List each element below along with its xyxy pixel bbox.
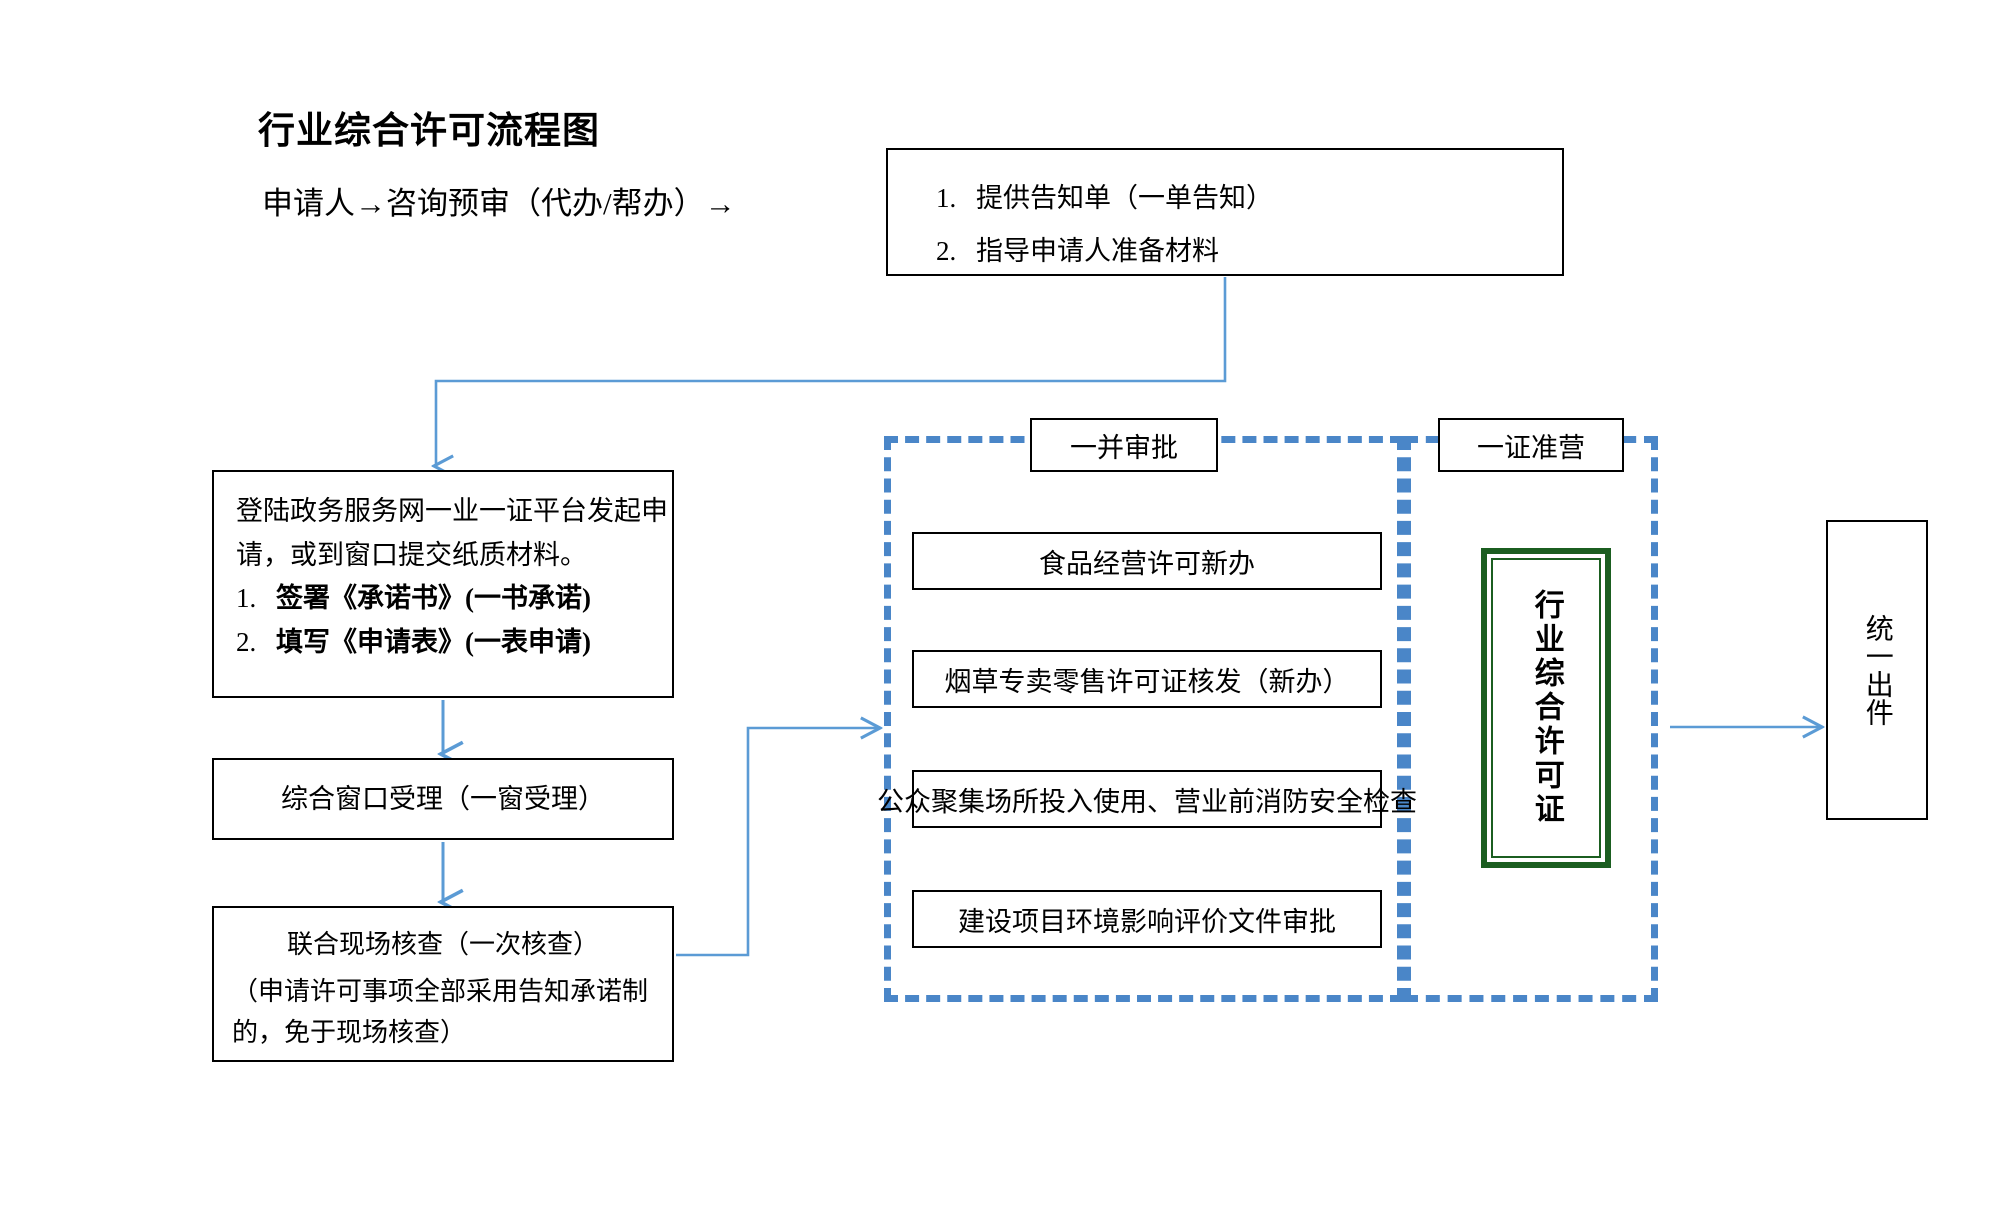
- notice-item: 1. 提供告知单（一单告知）: [936, 172, 1562, 225]
- permit-item-label: 食品经营许可新办: [1039, 548, 1255, 579]
- notice-item-label: 指导申请人准备材料: [976, 235, 1219, 266]
- apply-box-item-2-label: 填写《申请表》(一表申请): [276, 627, 591, 658]
- apply-box-item-1-number: 1.: [236, 583, 257, 614]
- notice-box: 1. 提供告知单（一单告知） 2. 指导申请人准备材料: [886, 148, 1564, 276]
- permit-item-label: 建设项目环境影响评价文件审批: [958, 906, 1336, 937]
- apply-box-item-1: 1. 签署《承诺书》(一书承诺): [236, 577, 650, 621]
- apply-box-item-1-label: 签署《承诺书》(一书承诺): [276, 583, 591, 614]
- notice-item-number: 1.: [936, 183, 957, 213]
- permit-item-label: 烟草专卖零售许可证核发（新办）: [944, 666, 1350, 697]
- notice-item-label: 提供告知单（一单告知）: [976, 183, 1273, 213]
- onsite-verification-title: 联合现场核查（一次核查）: [286, 930, 599, 959]
- apply-box-item-2-number: 2.: [236, 627, 257, 658]
- window-acceptance-box: 综合窗口受理（一窗受理）: [212, 758, 674, 840]
- page-title: 行业综合许可流程图: [258, 110, 600, 151]
- single-license-label: 一证准营: [1438, 418, 1624, 472]
- certificate-inner-border: 行业综合许可证: [1491, 558, 1601, 858]
- permit-item-fire-safety-inspection: 公众聚集场所投入使用、营业前消防安全检查: [877, 770, 1417, 828]
- apply-box-item-2: 2. 填写《申请表》(一表申请): [236, 621, 650, 665]
- joint-approval-label: 一并审批: [1030, 418, 1218, 472]
- permit-item-food-business: 食品经营许可新办: [912, 532, 1382, 590]
- notice-item: 2. 指导申请人准备材料: [936, 225, 1562, 278]
- window-acceptance-label: 综合窗口受理（一窗受理）: [281, 783, 605, 814]
- industry-comprehensive-license-certificate: 行业综合许可证: [1481, 548, 1611, 868]
- apply-box-line-1: 登陆政务服务网一业一证平台发起申: [236, 496, 668, 526]
- onsite-verification-note-line-2: 的，免于现场核查）: [232, 1018, 467, 1048]
- unified-output-box: 统一出件: [1826, 520, 1928, 820]
- notice-item-number: 2.: [936, 235, 957, 266]
- onsite-verification-note-line-1: （申请许可事项全部采用告知承诺制: [232, 977, 649, 1007]
- permit-item-environmental-impact: 建设项目环境影响评价文件审批: [912, 890, 1382, 948]
- apply-submission-box: 登陆政务服务网一业一证平台发起申 请，或到窗口提交纸质材料。 1. 签署《承诺书》…: [212, 470, 674, 698]
- permit-item-label: 公众聚集场所投入使用、营业前消防安全检查: [877, 786, 1417, 817]
- permit-item-tobacco-retail: 烟草专卖零售许可证核发（新办）: [912, 650, 1382, 708]
- connector-verify-to-approval: [676, 728, 878, 957]
- subtitle-flow-start: 申请人→咨询预审（代办/帮办）→: [262, 186, 736, 221]
- apply-box-line-2: 请，或到窗口提交纸质材料。: [236, 539, 587, 570]
- onsite-verification-box: 联合现场核查（一次核查） （申请许可事项全部采用告知承诺制 的，免于现场核查）: [212, 906, 674, 1062]
- unified-output-label: 统一出件: [1861, 614, 1893, 726]
- certificate-label: 行业综合许可证: [1529, 589, 1563, 827]
